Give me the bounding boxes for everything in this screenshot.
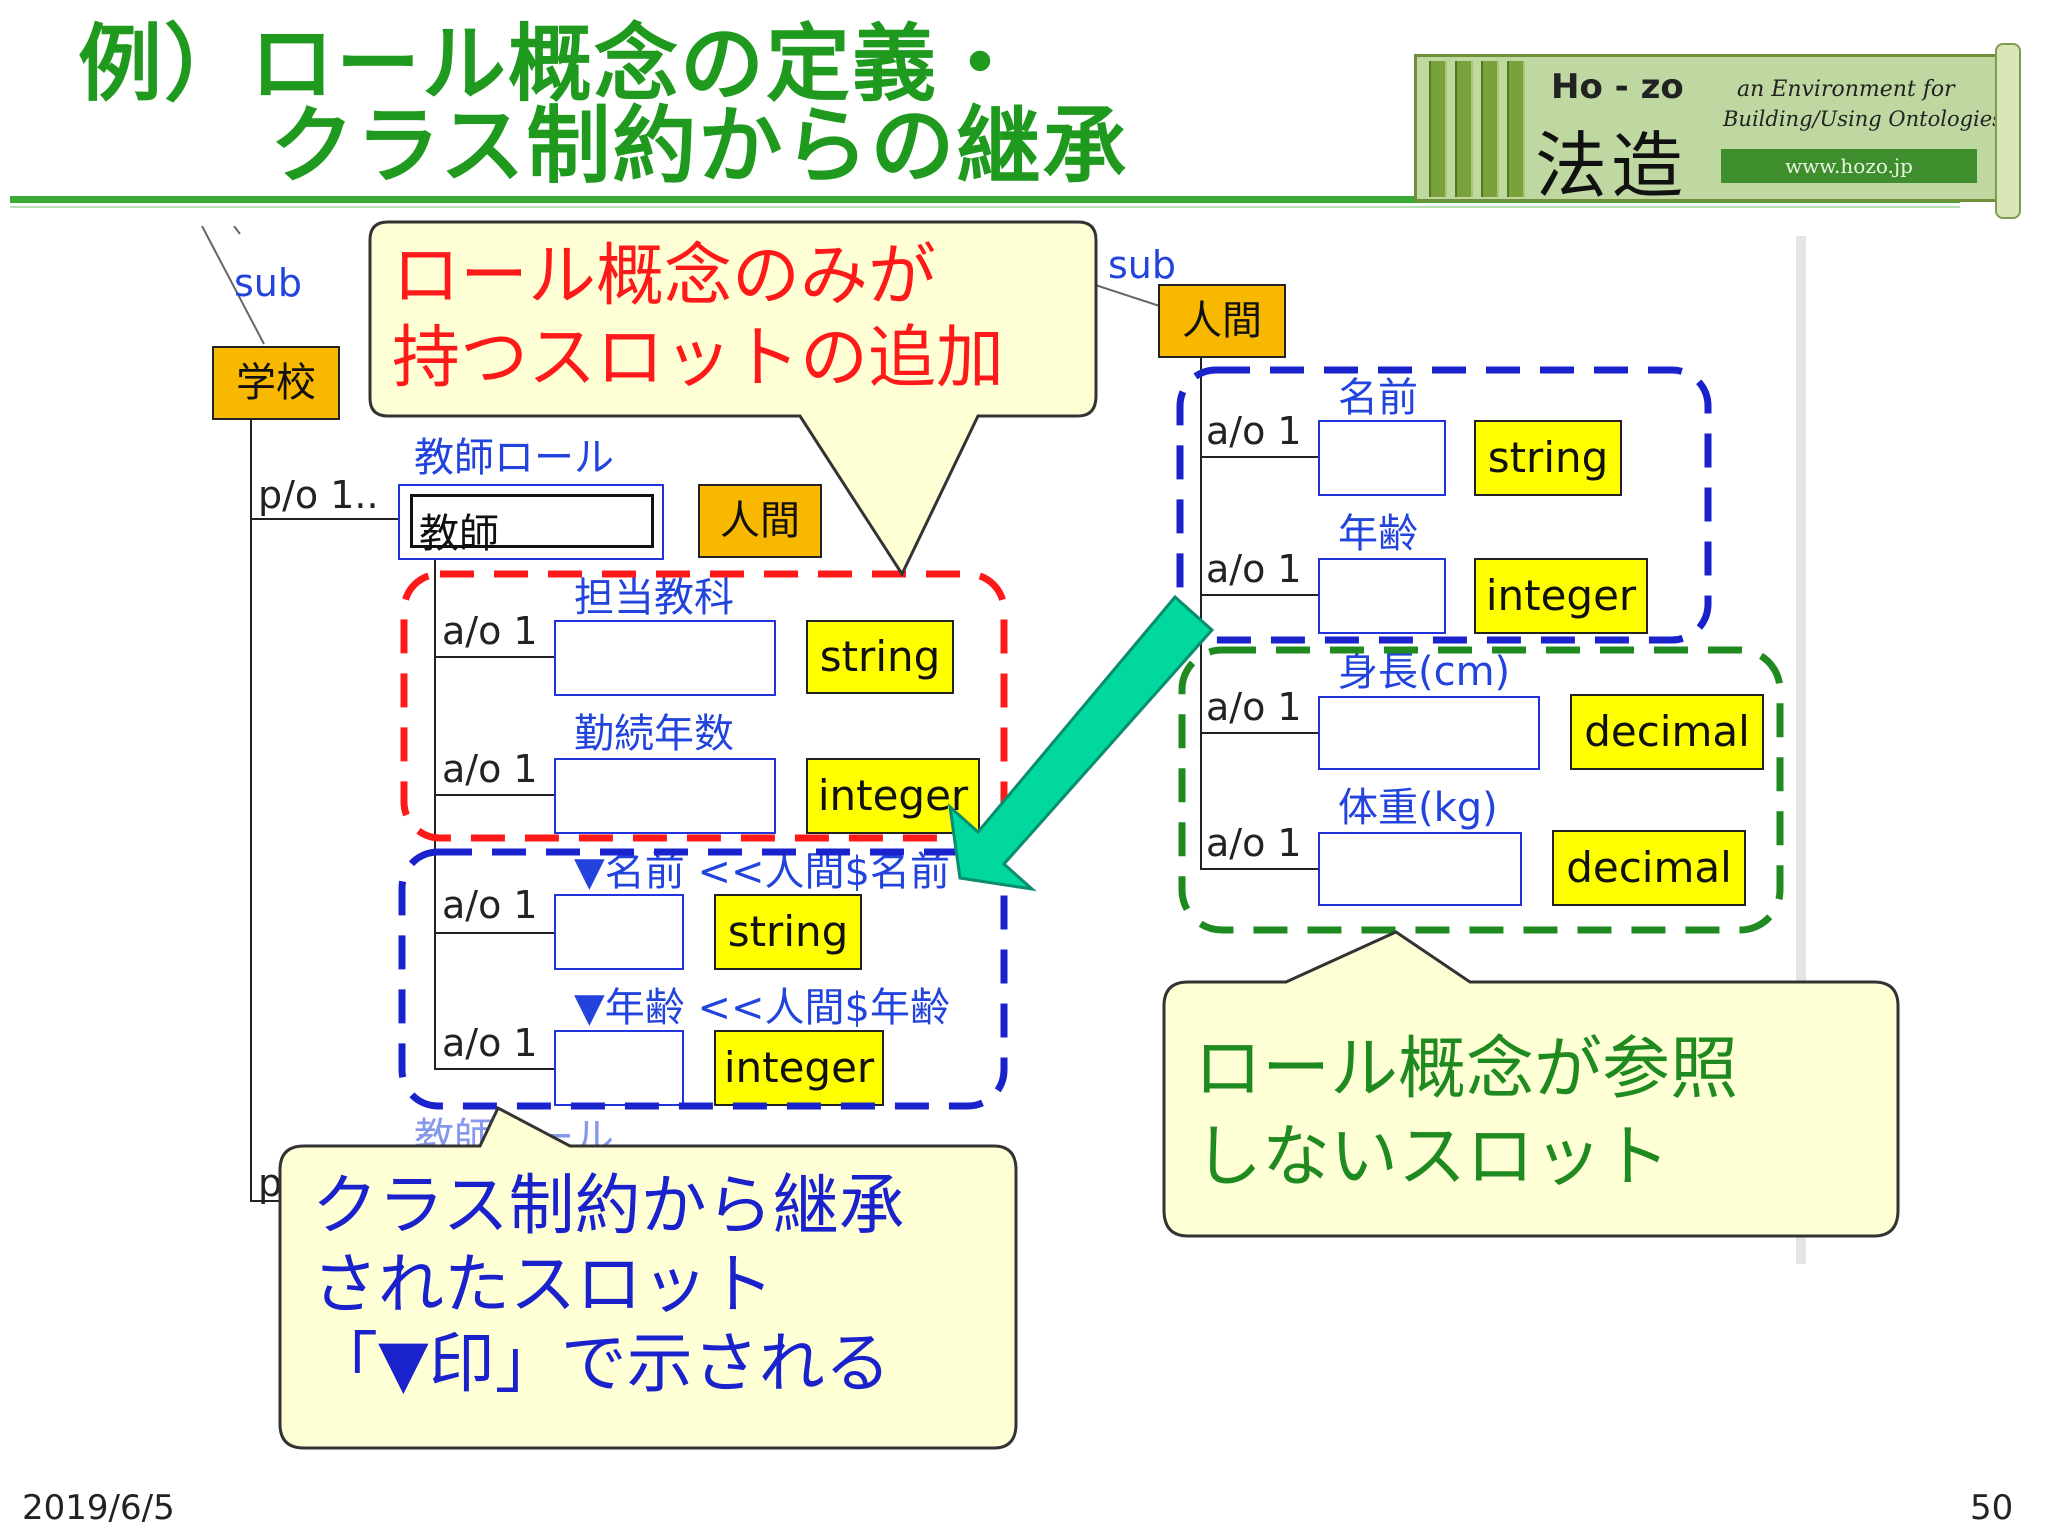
logo-tagline-2: Building/Using Ontologies xyxy=(1723,107,2003,131)
slot-cardinality: a/o 1 xyxy=(442,609,538,653)
slot-cardinality: a/o 1 xyxy=(442,1021,538,1065)
slot-value-box[interactable] xyxy=(1318,558,1446,634)
tree-branch-po xyxy=(250,518,400,520)
right-slot-trunk xyxy=(1200,358,1202,870)
slot-type: decimal xyxy=(1570,694,1764,770)
slide-title-line-2: クラス制約からの継承 xyxy=(270,97,1129,195)
slot-branch xyxy=(434,794,554,796)
bamboo-decoration xyxy=(1507,61,1525,197)
slot-cardinality: a/o 1 xyxy=(1206,821,1302,865)
slot-name: 体重(kg) xyxy=(1338,785,1498,831)
concept-human[interactable]: 人間 xyxy=(1158,284,1286,358)
role-concept-title: 教師ロール xyxy=(414,435,614,481)
slot-type: integer xyxy=(714,1030,884,1106)
callout-inherited-line-1: クラス制約から継承 xyxy=(312,1167,905,1244)
scroll-roll-icon xyxy=(1995,43,2021,219)
slot-value-box[interactable] xyxy=(1318,420,1446,496)
slot-name: 名前 xyxy=(1338,375,1418,421)
title-underline-shadow xyxy=(10,206,1960,208)
slot-value-box[interactable] xyxy=(554,1030,684,1106)
role-holder-label: 教師 xyxy=(419,511,499,557)
concept-school[interactable]: 学校 xyxy=(212,346,340,420)
callout-role-only-line-1: ロール概念のみが xyxy=(392,237,937,316)
callout-inherited-bubble xyxy=(278,1105,1018,1450)
tree-trunk-line xyxy=(250,420,252,1200)
slot-branch xyxy=(434,656,554,658)
blue-dashed-group-inherited xyxy=(398,848,1008,1110)
callout-inherited-text: クラス制約から継承 されたスロット 「▼印」で示される xyxy=(312,1166,905,1404)
slot-branch xyxy=(434,932,554,934)
callout-unreferenced-text: ロール概念が参照 しないスロット xyxy=(1194,1026,1738,1203)
role-holder-box[interactable]: 教師 xyxy=(410,494,654,557)
right-sub-label: sub xyxy=(1108,243,1177,287)
slot-trunk-line xyxy=(434,560,436,1070)
slot-branch xyxy=(434,1068,554,1070)
inheritance-arrow-icon xyxy=(947,594,1215,892)
panel-divider xyxy=(1796,236,1806,1264)
class-constraint-human[interactable]: 人間 xyxy=(698,484,822,558)
slot-branch xyxy=(1200,732,1318,734)
blue-dashed-group-referenced xyxy=(1176,366,1712,644)
slot-type: string xyxy=(806,620,954,694)
slot-value-box[interactable] xyxy=(1318,832,1522,906)
logo-brand-kanji: 法造 xyxy=(1535,124,1688,208)
tree-branch-po-bottom xyxy=(250,1200,300,1202)
callout-unreferenced-line-1: ロール概念が参照 xyxy=(1194,1030,1739,1109)
po-cardinality-label: p/o 1.. xyxy=(258,473,379,517)
slot-name: 年齢 xyxy=(1338,511,1418,557)
callout-unreferenced-bubble xyxy=(1162,930,1900,1238)
slot-branch xyxy=(1200,456,1318,458)
slot-type: decimal xyxy=(1552,830,1746,906)
slot-value-box[interactable] xyxy=(1318,696,1540,770)
slide-date: 2019/6/5 xyxy=(22,1488,175,1528)
bamboo-decoration xyxy=(1455,61,1473,197)
title-underline xyxy=(10,196,1960,203)
callout-role-only-line-2: 持つスロットの追加 xyxy=(392,318,1005,398)
bamboo-decoration xyxy=(1481,61,1499,197)
hozo-logo: Ho - zo 法造 an Environment for Building/U… xyxy=(1414,43,2021,219)
slot-type: string xyxy=(1474,420,1622,496)
slot-cardinality: a/o 1 xyxy=(1206,409,1302,453)
left-tree-stub-lines xyxy=(201,226,265,345)
red-dashed-group xyxy=(400,570,1008,842)
inherited-slot-name: ▼名前 <<人間$名前 xyxy=(574,849,950,895)
slot-cardinality: a/o 1 xyxy=(1206,547,1302,591)
slide-page-number: 50 xyxy=(1970,1488,2014,1528)
slot-value-box[interactable] xyxy=(554,894,684,970)
logo-url: www.hozo.jp xyxy=(1721,149,1977,183)
callout-role-only-text: ロール概念のみが 持つスロットの追加 xyxy=(392,236,1004,399)
slot-cardinality: a/o 1 xyxy=(442,883,538,927)
slot-name: 身長(cm) xyxy=(1338,649,1511,695)
bamboo-decoration xyxy=(1429,61,1447,197)
slot-value-box[interactable] xyxy=(554,758,776,834)
slot-type: integer xyxy=(1474,558,1648,634)
slot-name: 担当教科 xyxy=(574,575,734,621)
green-dashed-group xyxy=(1178,646,1784,934)
logo-tagline-1: an Environment for xyxy=(1737,77,1955,102)
left-sub-label: sub xyxy=(234,261,303,305)
callout-role-only-bubble xyxy=(368,220,1098,578)
slot-cardinality: a/o 1 xyxy=(1206,685,1302,729)
inherited-slot-name: ▼年齢 <<人間$年齢 xyxy=(574,985,950,1031)
slot-branch xyxy=(1200,594,1318,596)
po-cardinality-label-bottom: p xyxy=(258,1161,283,1205)
slot-branch xyxy=(1200,868,1318,870)
callout-unreferenced-line-2: しないスロット xyxy=(1194,1118,1671,1198)
slide-title-line-1: 例）ロール概念の定義・ xyxy=(78,15,1025,113)
slot-cardinality: a/o 1 xyxy=(442,747,538,791)
slot-type: string xyxy=(714,894,862,970)
slot-value-box[interactable] xyxy=(554,620,776,696)
callout-inherited-line-3: 「▼印」で示される xyxy=(312,1325,891,1403)
slot-name: 勤続年数 xyxy=(574,711,734,757)
logo-brand-roman: Ho - zo xyxy=(1551,67,1684,107)
callout-inherited-line-2: されたスロット xyxy=(312,1246,774,1324)
